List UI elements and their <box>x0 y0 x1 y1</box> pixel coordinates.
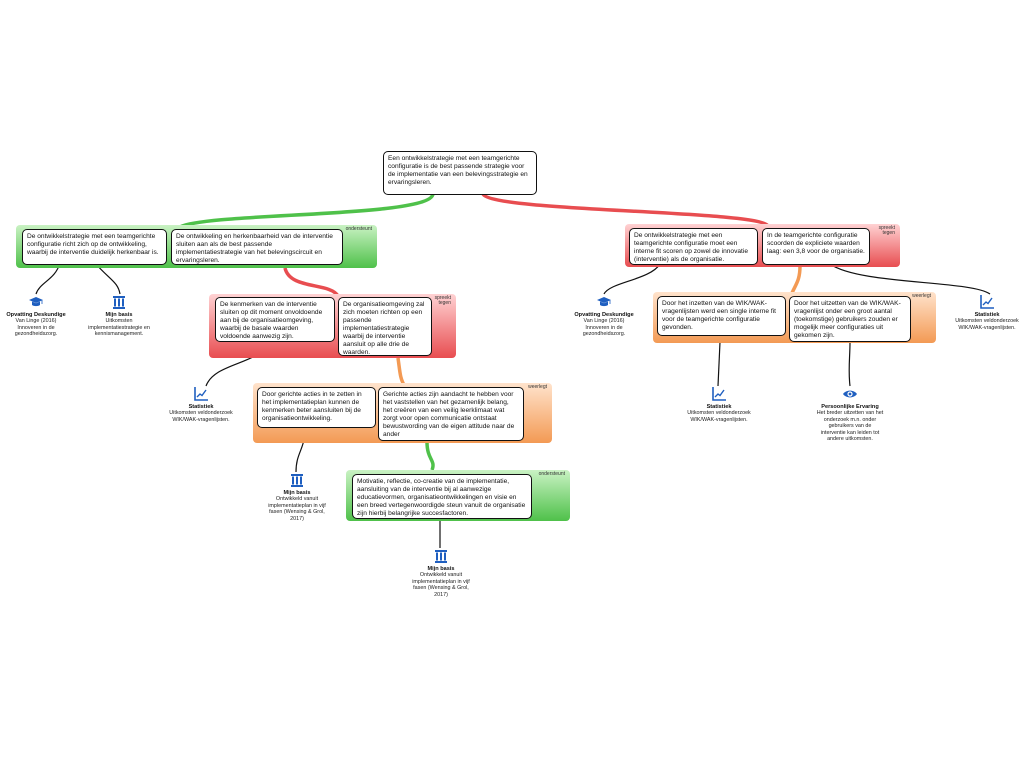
chart-icon <box>194 387 208 401</box>
rebuttal-s1[interactable]: Door het inzetten van de WIK/WAK-vragenl… <box>657 296 786 336</box>
chart-icon <box>980 295 994 309</box>
objection-r1[interactable]: De ontwikkelstrategie met een teamgerich… <box>629 228 758 265</box>
ref6-text: Van Linge (2016) Innoveren in de gezondh… <box>582 318 626 338</box>
tag-ondersteunt-d: ondersteunt <box>538 471 565 477</box>
evidence-ref9[interactable]: Statistiek Uitkomsten veldonderzoek WIK/… <box>954 294 1020 331</box>
tag-weerlegt-s: weerlegt <box>912 293 931 299</box>
objection-b1[interactable]: De kenmerken van de interventie sluiten … <box>215 297 335 342</box>
evidence-ref7[interactable]: Statistiek Uitkomsten veldonderzoek WIK/… <box>686 386 752 423</box>
rebuttal-c2[interactable]: Gerichte acties zijn aandacht te hebben … <box>378 387 524 441</box>
evidence-ref3[interactable]: Statistiek Uitkomsten veldonderzoek WIK/… <box>168 386 234 423</box>
link-ref6 <box>603 263 661 295</box>
link-a-oppose <box>283 267 340 298</box>
link-root-oppose <box>481 192 770 228</box>
chart-icon <box>712 387 726 401</box>
objection-r2[interactable]: In de teamgerichte configuratie scoorden… <box>762 228 870 265</box>
evidence-ref2[interactable]: Mijn basis Uitkomsten implementatiestrat… <box>86 294 152 338</box>
pillar-icon <box>113 296 125 309</box>
root-claim[interactable]: Een ontwikkelstrategie met een teamgeric… <box>383 151 537 195</box>
ref3-text: Uitkomsten veldonderzoek WIK/WAK-vragenl… <box>169 410 233 423</box>
link-root-support <box>179 193 435 229</box>
graduation-cap-icon <box>29 297 43 307</box>
evidence-ref4[interactable]: Mijn basis Ontwikkeld vanuit implementat… <box>266 472 328 522</box>
ref5-text: Ontwikkeld vanuit implementatieplan in v… <box>412 572 470 598</box>
link-ref9 <box>829 263 991 295</box>
support-d1[interactable]: Motivatie, reflectie, co-creatie van de … <box>352 474 532 519</box>
ref9-text: Uitkomsten veldonderzoek WIK/WAK-vragenl… <box>955 318 1019 331</box>
ref5-title: Mijn basis <box>427 566 455 572</box>
objection-b2[interactable]: De organisatieomgeving zal zich moeten r… <box>338 297 432 356</box>
link-b-rebut <box>396 357 406 386</box>
ref4-title: Mijn basis <box>283 490 311 496</box>
reason-a1[interactable]: De ontwikkelstrategie met een teamgerich… <box>22 229 167 265</box>
eye-icon <box>843 390 857 398</box>
tag-spreekt-tegen-r: spreekt tegen <box>878 225 895 236</box>
link-ref7 <box>717 341 721 387</box>
pillar-icon <box>435 550 447 563</box>
ref4-text: Ontwikkeld vanuit implementatieplan in v… <box>268 496 326 522</box>
link-ref8 <box>848 341 851 387</box>
evidence-ref5[interactable]: Mijn basis Ontwikkeld vanuit implementat… <box>410 548 472 598</box>
evidence-ref1[interactable]: Opvatting Deskundige Van Linge (2016) In… <box>6 294 66 338</box>
ref9-title: Statistiek <box>974 312 1000 318</box>
rebuttal-c1[interactable]: Door gerichte acties in te zetten in het… <box>257 387 376 428</box>
ref2-title: Mijn basis <box>105 312 133 318</box>
ref8-text: Het breder uitzetten van het onderzoek m… <box>816 410 884 443</box>
ref6-title: Opvatting Deskundige <box>574 312 634 318</box>
link-c-support <box>425 441 435 471</box>
ref3-title: Statistiek <box>188 404 214 410</box>
reason-a2[interactable]: De ontwikkeling en herkenbaarheid van de… <box>171 229 343 265</box>
evidence-ref6[interactable]: Opvatting Deskundige Van Linge (2016) In… <box>574 294 634 338</box>
ref2-text: Uitkomsten implementatiestrategie en ken… <box>88 318 150 338</box>
tag-spreekt-tegen-b: spreekt tegen <box>434 295 451 306</box>
ref7-text: Uitkomsten veldonderzoek WIK/WAK-vragenl… <box>687 410 751 423</box>
pillar-icon <box>291 474 303 487</box>
link-r-rebut <box>790 265 802 294</box>
ref1-text: Van Linge (2016) Innoveren in de gezondh… <box>14 318 58 338</box>
graduation-cap-icon <box>597 297 611 307</box>
tag-ondersteunt: ondersteunt <box>345 226 372 232</box>
ref1-title: Opvatting Deskundige <box>6 312 66 318</box>
rebuttal-s2[interactable]: Door het uitzetten van de WIK/WAK-vragen… <box>789 296 911 342</box>
evidence-ref8[interactable]: Persoonlijke Ervaring Het breder uitzett… <box>816 386 884 442</box>
ref8-title: Persoonlijke Ervaring <box>821 404 879 410</box>
ref7-title: Statistiek <box>706 404 732 410</box>
tag-weerlegt-c: weerlegt <box>528 384 547 390</box>
